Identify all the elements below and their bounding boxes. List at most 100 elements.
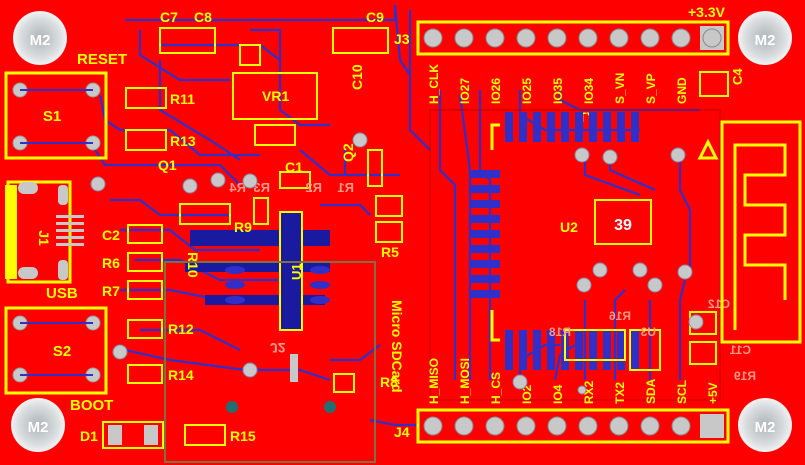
- module-pad: [603, 112, 611, 142]
- module-pad: [519, 112, 527, 142]
- r14-label: R14: [168, 367, 194, 383]
- j3-pin: [516, 28, 536, 48]
- c7-label: C7: [160, 9, 178, 25]
- r5-label: R5: [381, 244, 399, 260]
- module-pad: [547, 112, 555, 142]
- module-pad: [547, 330, 555, 370]
- r3-mirrored: R3: [253, 180, 270, 195]
- button-s1[interactable]: S1: [4, 71, 108, 160]
- r1-mirrored: R1: [337, 180, 354, 195]
- j3-pin: [547, 28, 567, 48]
- mount-hole-bottom-left: M2: [11, 398, 65, 452]
- r13-label: R13: [170, 133, 196, 149]
- j4-pin: [485, 416, 505, 436]
- c11-mirrored: C11: [729, 343, 751, 357]
- svg-text:M2: M2: [30, 32, 51, 49]
- module-pad: [470, 275, 500, 283]
- module-pad: [470, 170, 500, 178]
- diode-d1: [102, 421, 164, 449]
- r19-mirrored: R19: [734, 369, 756, 383]
- c1-label: C1: [285, 159, 303, 175]
- j3-pin-label: H_CLK: [427, 64, 441, 104]
- j4-pin: [423, 416, 443, 436]
- j4-pin: [640, 416, 660, 436]
- j3-pin-label: IO25: [520, 78, 534, 104]
- j4-pin-label: H_MOSI: [458, 358, 472, 404]
- j3-pin-label: S_VP: [644, 73, 658, 104]
- r9-r10: [179, 197, 269, 225]
- j4-pin-label: SDA: [644, 378, 658, 404]
- r8-label: R8: [380, 374, 398, 390]
- j3-pin-label: IO34: [582, 78, 596, 104]
- j4-pin-label: RX2: [582, 380, 596, 404]
- antenna-icon: [697, 120, 802, 344]
- module-pad: [589, 330, 597, 370]
- c12-mirrored: C12: [708, 297, 730, 311]
- module-pad: [470, 230, 500, 238]
- module-pad: [519, 330, 527, 370]
- j3-label: J3: [394, 31, 410, 47]
- module-pad: [505, 330, 513, 370]
- module-pad: [505, 112, 513, 142]
- r10-label: R10: [185, 252, 201, 278]
- j4-pin: [671, 416, 691, 436]
- j3-pin: [609, 28, 629, 48]
- r16-mirrored: R16: [609, 309, 631, 323]
- sdcard-footprint: [164, 261, 376, 463]
- r11-label: R11: [170, 91, 195, 107]
- r4-mirrored: R4: [229, 180, 246, 195]
- j3-pin-label: S_VN: [613, 73, 627, 104]
- module-pad: [589, 112, 597, 142]
- j4-pin-label: SCL: [675, 380, 689, 404]
- r18-mirrored: R18: [549, 325, 571, 339]
- j3-pin-label: GND: [675, 77, 689, 104]
- j3-pin: [485, 28, 505, 48]
- via-group: [90, 132, 704, 395]
- q2-area: [279, 149, 403, 243]
- sdcard-pins: [225, 266, 330, 304]
- module-pad: [561, 112, 569, 142]
- module-pad: [617, 112, 625, 142]
- button-s2[interactable]: S2: [4, 306, 108, 395]
- c4-label: C4: [730, 68, 745, 85]
- svg-text:U2: U2: [560, 219, 578, 235]
- module-pad-group: [470, 112, 639, 370]
- j4-label: J4: [394, 424, 410, 440]
- svg-text:S1: S1: [43, 108, 61, 125]
- j3-pin: [671, 28, 691, 48]
- module-u2: 39 U2: [429, 109, 721, 401]
- boot-label: BOOT: [70, 397, 113, 414]
- svg-text:U1: U1: [289, 263, 304, 280]
- j3-pin-group: [423, 28, 722, 48]
- j4-pin: [578, 416, 598, 436]
- usb-connector-j1[interactable]: J1: [5, 180, 84, 284]
- d1-label: D1: [80, 428, 98, 444]
- module-pad: [631, 112, 639, 142]
- module-pad: [617, 330, 625, 370]
- regulator-vr1: VR1: [232, 44, 318, 146]
- j3-pin-label: IO35: [551, 78, 565, 104]
- module-pad: [470, 185, 500, 193]
- sdcard-label: Micro SDCard: [389, 300, 405, 393]
- module-pad: [470, 290, 500, 298]
- j4-pin-label: TX2: [613, 382, 627, 404]
- r12-label: R12: [168, 321, 194, 337]
- module-pad: [470, 245, 500, 253]
- v33-label: +3.3V: [688, 4, 726, 20]
- c4-pad: [699, 71, 729, 97]
- j2-mirrored: J2: [270, 340, 286, 356]
- svg-text:VR1: VR1: [262, 88, 289, 104]
- j3-pin-label: IO27: [458, 78, 472, 104]
- svg-text:M2: M2: [755, 32, 776, 49]
- j4-pin-label: IO2: [520, 384, 534, 404]
- module-pad: [631, 330, 639, 370]
- header-j4: [416, 408, 730, 444]
- j4-pin-label: IO4: [551, 384, 565, 404]
- module-pad: [470, 260, 500, 268]
- r9-label: R9: [234, 219, 252, 235]
- usb-label: USB: [46, 285, 78, 302]
- j4-pin: [454, 416, 474, 436]
- c10-label: C10: [349, 64, 365, 90]
